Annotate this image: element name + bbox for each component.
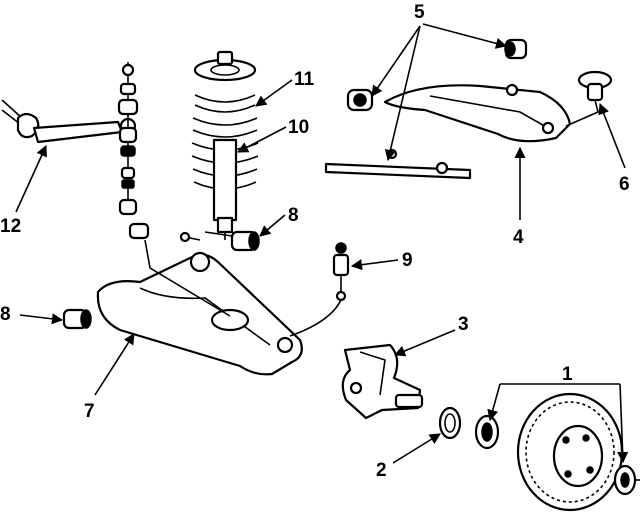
callout-8-left: 8 [0,304,11,325]
inner-bearing-seal [438,406,462,440]
upper-ball-joint [565,70,613,127]
callout-2: 2 [376,460,387,481]
stabilizer-bar [1,99,137,144]
callout-9: 9 [402,250,413,271]
inner-wheel-bearing [474,414,500,450]
callout-8-right: 8 [288,205,299,226]
callout-labels: 1 2 3 4 5 6 7 8 8 9 10 11 12 [0,2,630,481]
leader-lines [15,23,629,464]
hub-and-rotor [516,392,624,512]
stabilizer-link-kit [117,62,150,240]
upper-arm-cross-shaft [324,148,472,180]
lower-control-arm [96,231,303,376]
outer-wheel-bearing [613,464,640,496]
upper-control-arm [383,83,572,143]
lower-arm-bushing-left [62,308,92,330]
callout-3: 3 [458,314,469,335]
callout-10: 10 [288,117,309,138]
shock-absorber [212,138,238,240]
lower-ball-joint [289,242,350,337]
upper-arm-bushing-front [346,88,374,112]
callout-7: 7 [84,401,95,422]
callout-12: 12 [0,216,21,237]
callout-4: 4 [513,227,524,248]
callout-1: 1 [562,364,573,385]
steering-knuckle [341,343,424,420]
callout-5: 5 [414,2,425,23]
lower-arm-bushing-right [204,230,260,252]
callout-6: 6 [619,174,630,195]
upper-arm-bushing-rear [504,38,528,60]
callout-11: 11 [294,69,315,90]
